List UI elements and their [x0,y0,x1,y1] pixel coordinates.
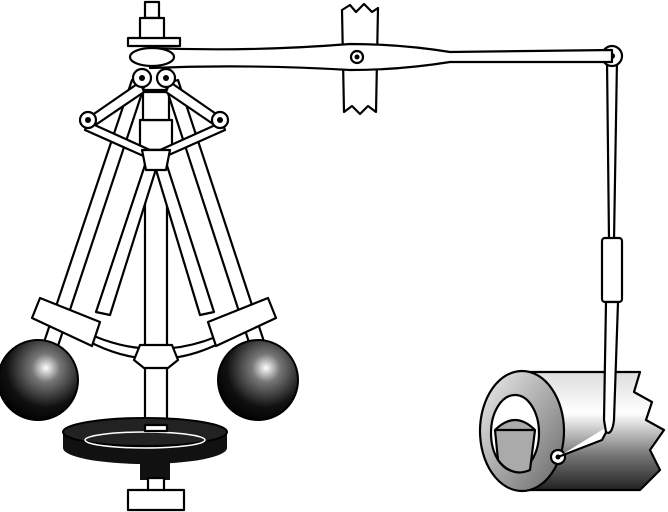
spindle-top [126,0,182,48]
upper-collar [141,90,171,122]
drive-pulley [62,417,228,480]
left-flyball [0,339,79,421]
right-flyball [217,339,299,421]
sleeve-collar [138,118,174,152]
throttle-valve [478,369,666,493]
arc-sector [30,296,278,370]
lever-beam [128,42,614,72]
governor-arms [34,67,274,372]
valve-rod [600,44,624,434]
spindle-base [126,476,186,512]
